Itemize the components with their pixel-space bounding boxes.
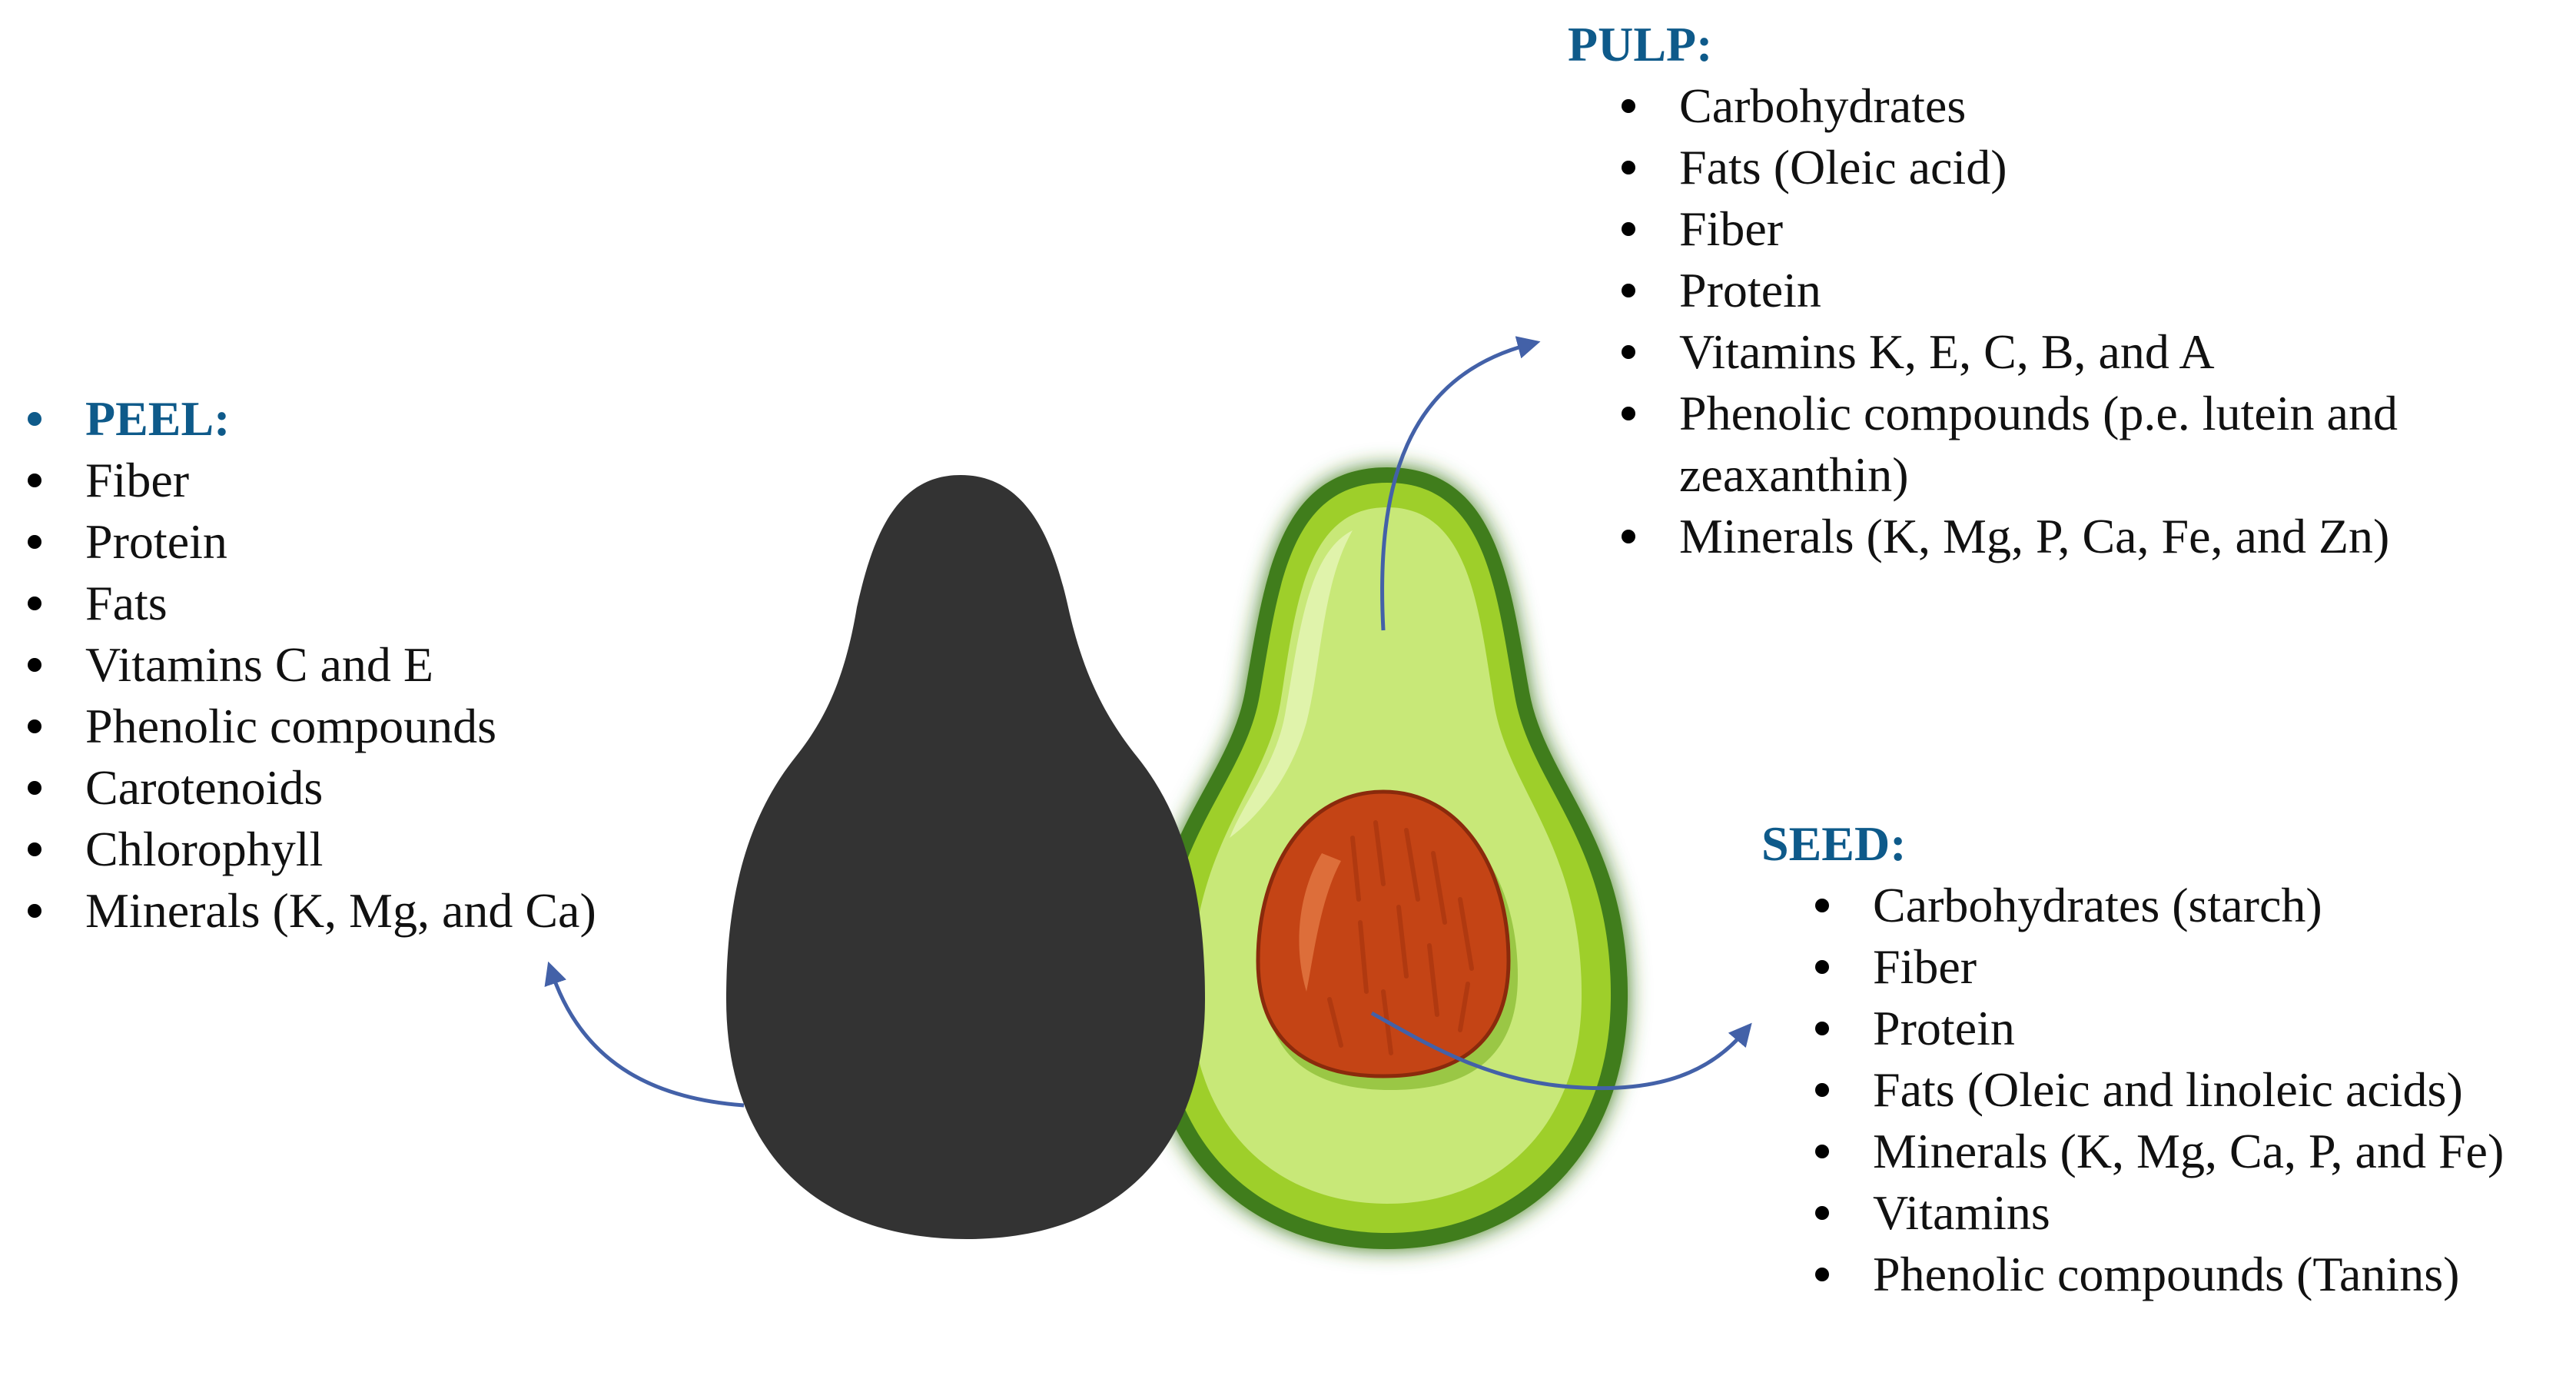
list-item: Fats [28, 573, 596, 634]
seed-body [1256, 789, 1511, 1078]
list-item: Fiber [28, 450, 596, 511]
pulp-section: PULP: Carbohydrates Fats (Oleic acid) Fi… [1568, 14, 2567, 567]
list-item: Protein [28, 511, 596, 573]
avocado-seed-icon [1256, 789, 1518, 1090]
list-item: Carbohydrates (starch) [1815, 875, 2526, 936]
list-item: Carotenoids [28, 757, 596, 819]
seed-highlight [1299, 853, 1341, 992]
list-item: Phenolic compounds (Tanins) [1815, 1244, 2526, 1305]
peel-arrow [544, 961, 745, 1108]
avocado-whole-peel-icon [726, 475, 1205, 1239]
pulp-heading: PULP: [1568, 17, 1713, 71]
list-item: Fiber [1815, 936, 2526, 998]
seed-list: Carbohydrates (starch) Fiber Protein Fat… [1815, 875, 2526, 1305]
list-item: Fats (Oleic and linoleic acids) [1815, 1059, 2526, 1121]
list-item: Carbohydrates [1622, 75, 2567, 137]
list-item: Phenolic compounds [28, 696, 596, 757]
pulp-arrow [1380, 336, 1541, 631]
pulp-list: Carbohydrates Fats (Oleic acid) Fiber Pr… [1622, 75, 2567, 567]
list-item: Vitamins C and E [28, 634, 596, 696]
peel-section: PEEL: Fiber Protein Fats Vitamins C and … [28, 388, 596, 942]
avocado-half-highlight [1230, 530, 1353, 838]
list-item: Minerals (K, Mg, Ca, P, and Fe) [1815, 1121, 2526, 1182]
peel-list: Fiber Protein Fats Vitamins C and E Phen… [28, 450, 596, 942]
list-item: Minerals (K, Mg, P, Ca, Fe, and Zn) [1622, 506, 2567, 567]
seed-heading: SEED: [1761, 816, 1907, 871]
seed-section: SEED: Carbohydrates (starch) Fiber Prote… [1761, 813, 2526, 1305]
list-item: Vitamins K, E, C, B, and A [1622, 321, 2567, 383]
list-item: Protein [1815, 998, 2526, 1059]
peel-heading: PEEL: [28, 388, 596, 450]
list-item: Phenolic compounds (p.e. lutein and zeax… [1622, 383, 2567, 506]
list-item: Fiber [1622, 198, 2567, 260]
list-item: Protein [1622, 260, 2567, 321]
seed-arrow [1370, 1011, 1752, 1091]
list-item: Fats (Oleic acid) [1622, 137, 2567, 198]
list-item: Minerals (K, Mg, and Ca) [28, 880, 596, 942]
list-item: Vitamins [1815, 1182, 2526, 1244]
list-item: Chlorophyll [28, 819, 596, 880]
